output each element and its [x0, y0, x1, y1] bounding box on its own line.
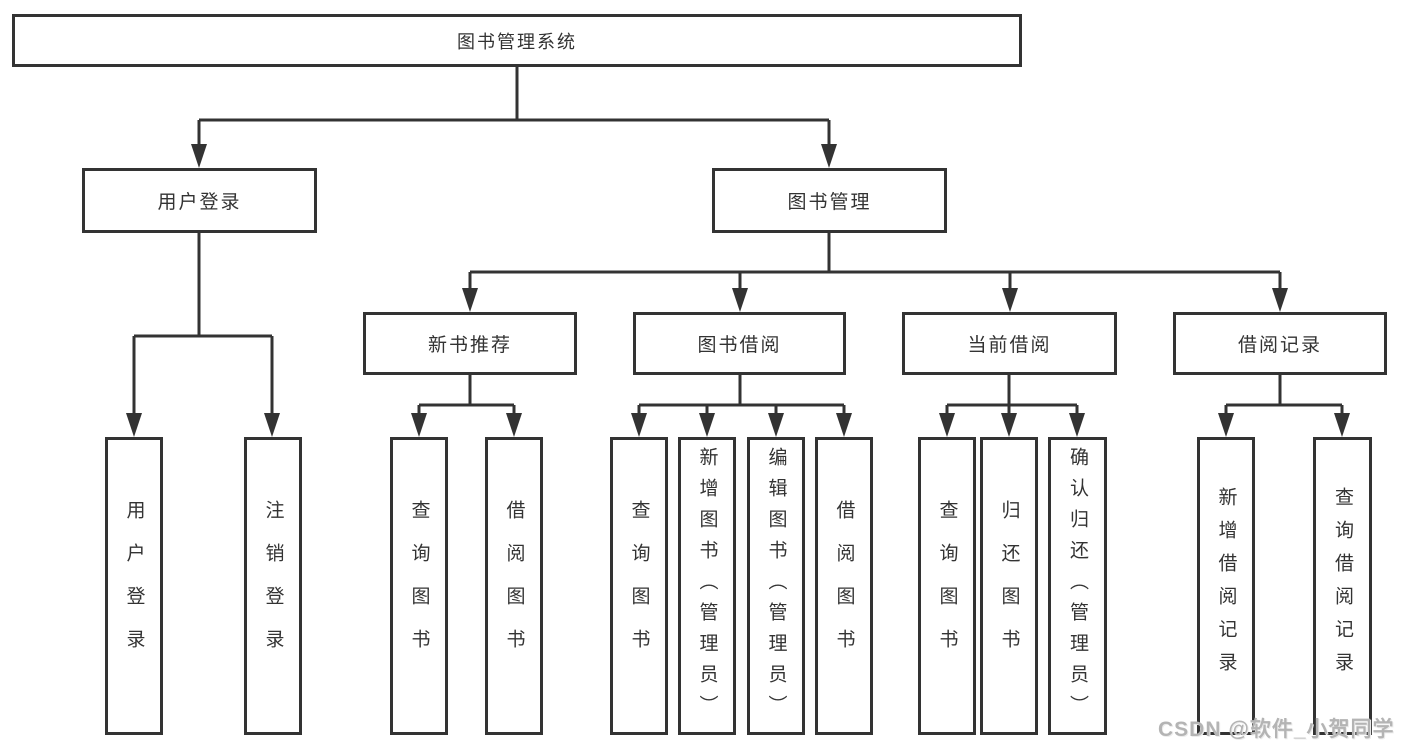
leaf-label: 注销登录	[262, 500, 284, 672]
node-current-borrow: 当前借阅	[902, 312, 1117, 375]
leaf-label: 确认归还（管理员）	[1067, 446, 1088, 726]
node-current-borrow-label: 当前借阅	[967, 335, 1052, 356]
leaf-label: 编辑图书（管理员）	[765, 446, 787, 726]
leaf-add-borrow-record: 新增借阅记录	[1197, 437, 1255, 735]
leaf-label: 用户登录	[123, 500, 145, 672]
node-user-login-label: 用户登录	[157, 192, 242, 213]
leaf-label: 新增图书（管理员）	[696, 446, 718, 726]
node-book-management-label: 图书管理	[787, 192, 872, 213]
leaf-query-borrow-record: 查询借阅记录	[1313, 437, 1372, 735]
node-new-book-recommend-label: 新书推荐	[427, 335, 512, 356]
leaf-query-books-1: 查询图书	[390, 437, 448, 735]
arrowhead-icons	[126, 144, 1350, 437]
leaf-add-books-admin: 新增图书（管理员）	[678, 437, 736, 735]
leaf-confirm-return-admin: 确认归还（管理员）	[1048, 437, 1107, 735]
csdn-watermark: CSDN @软件_小贺同学	[1158, 718, 1395, 741]
leaf-query-books-3: 查询图书	[918, 437, 976, 735]
node-root-label: 图书管理系统	[457, 31, 577, 52]
leaf-edit-books-admin: 编辑图书（管理员）	[747, 437, 805, 735]
leaf-label: 归还图书	[998, 500, 1020, 672]
leaf-borrow-books-2: 借阅图书	[815, 437, 873, 735]
node-book-borrow-label: 图书借阅	[697, 335, 782, 356]
leaf-label: 查询图书	[628, 500, 650, 672]
leaf-logout: 注销登录	[244, 437, 302, 735]
node-book-borrow: 图书借阅	[633, 312, 846, 375]
leaf-user-login: 用户登录	[105, 437, 163, 735]
leaf-query-books-2: 查询图书	[610, 437, 668, 735]
leaf-label: 查询图书	[936, 500, 958, 672]
node-new-book-recommend: 新书推荐	[363, 312, 577, 375]
connector-strokes	[132, 67, 1344, 417]
node-borrow-records-label: 借阅记录	[1237, 335, 1322, 356]
leaf-label: 借阅图书	[833, 500, 855, 672]
leaf-label: 借阅图书	[503, 500, 525, 672]
leaf-label: 查询图书	[408, 500, 430, 672]
node-root-system: 图书管理系统	[12, 14, 1022, 67]
node-borrow-records: 借阅记录	[1173, 312, 1387, 375]
leaf-label: 查询借阅记录	[1332, 487, 1353, 685]
leaf-label: 新增借阅记录	[1215, 487, 1237, 685]
node-user-login: 用户登录	[82, 168, 317, 233]
node-book-management: 图书管理	[712, 168, 947, 233]
leaf-return-books: 归还图书	[980, 437, 1038, 735]
leaf-borrow-books-1: 借阅图书	[485, 437, 543, 735]
